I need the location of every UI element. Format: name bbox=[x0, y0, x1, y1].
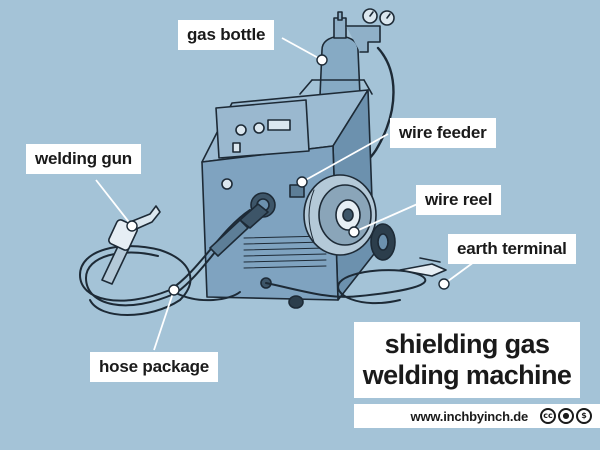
wheel-front bbox=[289, 296, 303, 308]
wire-reel bbox=[304, 175, 376, 255]
label-wire-feeder: wire feeder bbox=[390, 118, 496, 148]
label-earth-terminal: earth terminal bbox=[448, 234, 576, 264]
title-line-1: shielding gas bbox=[354, 329, 580, 360]
diagram-title: shielding gas welding machine bbox=[354, 322, 580, 398]
label-hose-package: hose package bbox=[90, 352, 218, 382]
footer-bar: www.inchbyinch.de cc ● $ bbox=[354, 404, 600, 428]
control-panel bbox=[216, 100, 309, 158]
nc-icon: $ bbox=[576, 408, 592, 424]
label-wire-reel: wire reel bbox=[416, 185, 501, 215]
front-knob bbox=[222, 179, 232, 189]
title-line-2: welding machine bbox=[354, 360, 580, 391]
cc-icon: cc bbox=[540, 408, 556, 424]
earth-clamp bbox=[400, 264, 446, 276]
label-welding-gun: welding gun bbox=[26, 144, 141, 174]
gas-bottle bbox=[300, 9, 394, 96]
by-icon: ● bbox=[558, 408, 574, 424]
site-url[interactable]: www.inchbyinch.de bbox=[411, 409, 528, 424]
welding-gun bbox=[102, 206, 160, 284]
label-gas-bottle: gas bottle bbox=[178, 20, 274, 50]
